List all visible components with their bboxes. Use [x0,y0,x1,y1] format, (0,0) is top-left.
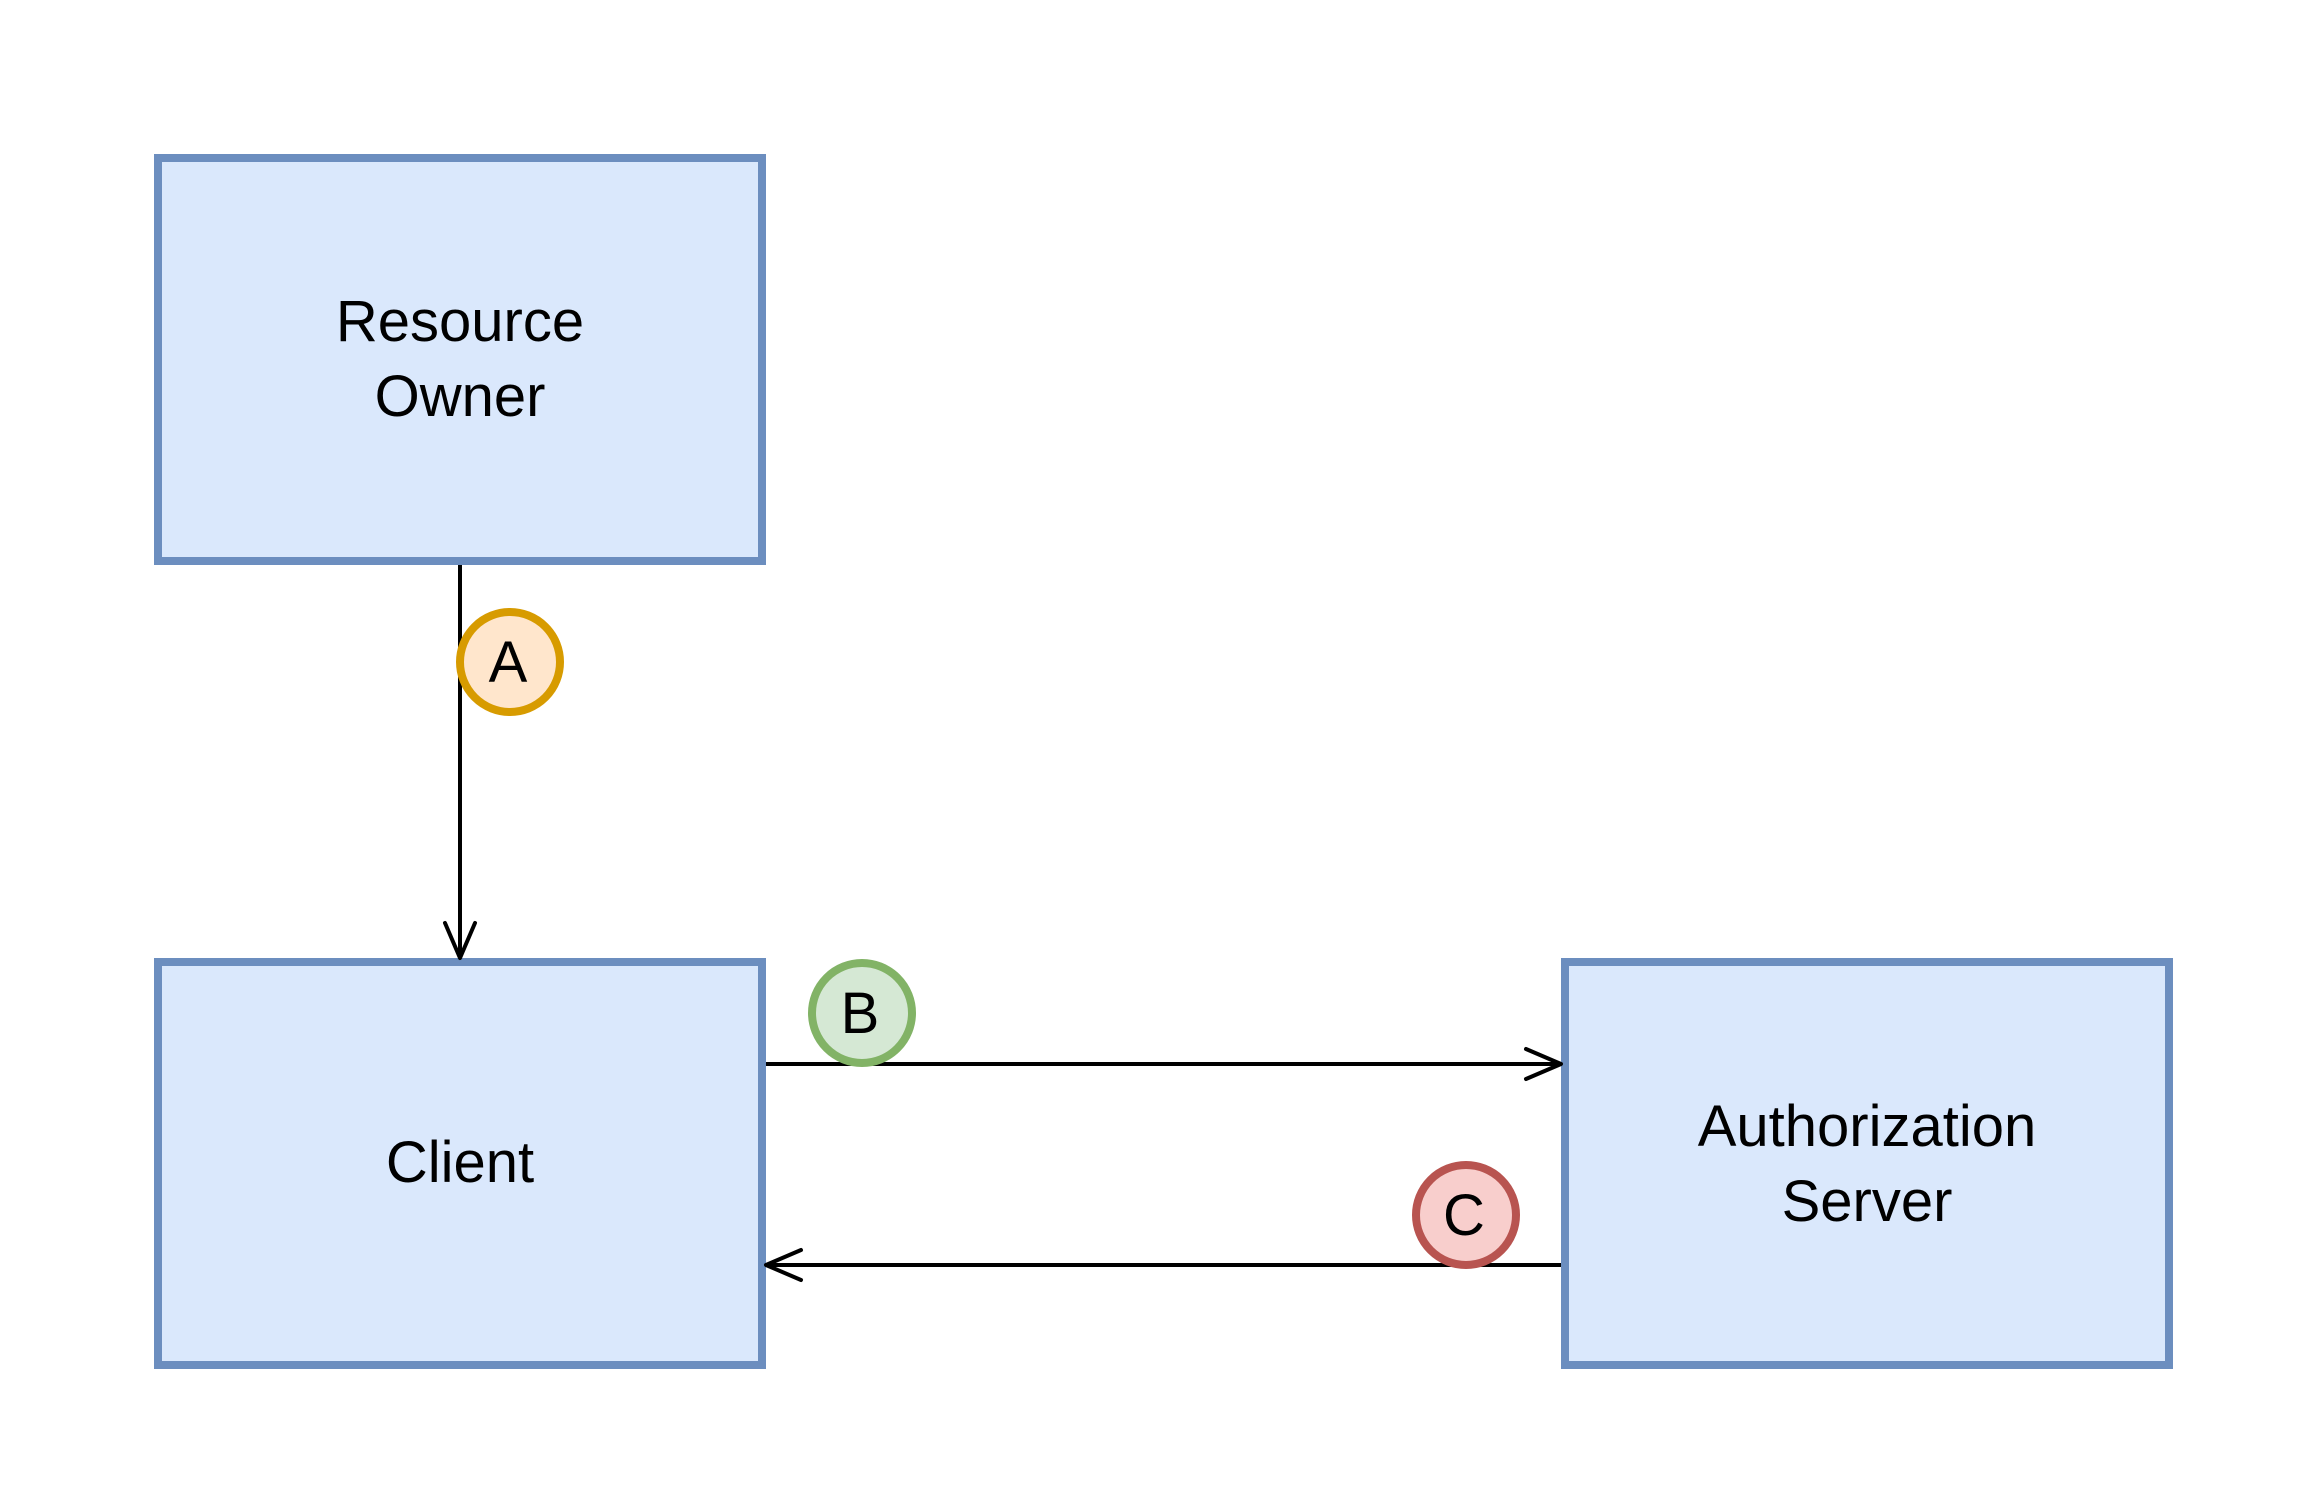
edge-b [766,1047,1563,1081]
step-badge-c-circle [1412,1161,1520,1269]
step-badge-b: B [808,959,916,1067]
step-badge-b-circle [808,959,916,1067]
step-badge-b-label: B [841,981,880,1046]
authorization-server-node: Authorization Server [1561,958,2173,1369]
edge-a [443,565,477,960]
step-badge-a-label: A [489,630,528,695]
edge-a-arrowhead [443,921,477,960]
step-badge-c: C [1412,1161,1520,1269]
client-box [154,958,766,1369]
resource-owner-label-line1: Resource [336,289,584,354]
authorization-server-label-line2: Server [1782,1169,1953,1234]
step-badge-c-label: C [1443,1183,1485,1248]
authorization-server-label-line1: Authorization [1698,1094,2037,1159]
step-badge-a-circle [456,608,564,716]
edge-c-arrowhead [764,1248,803,1282]
edge-c [764,1248,1561,1282]
authorization-server-box [1561,958,2173,1369]
client-node: Client [154,958,766,1369]
client-label: Client [386,1130,534,1195]
resource-owner-node: Resource Owner [154,154,766,565]
resource-owner-box [154,154,766,565]
step-badge-a: A [456,608,564,716]
edge-b-arrowhead [1524,1047,1563,1081]
resource-owner-label-line2: Owner [375,364,546,429]
